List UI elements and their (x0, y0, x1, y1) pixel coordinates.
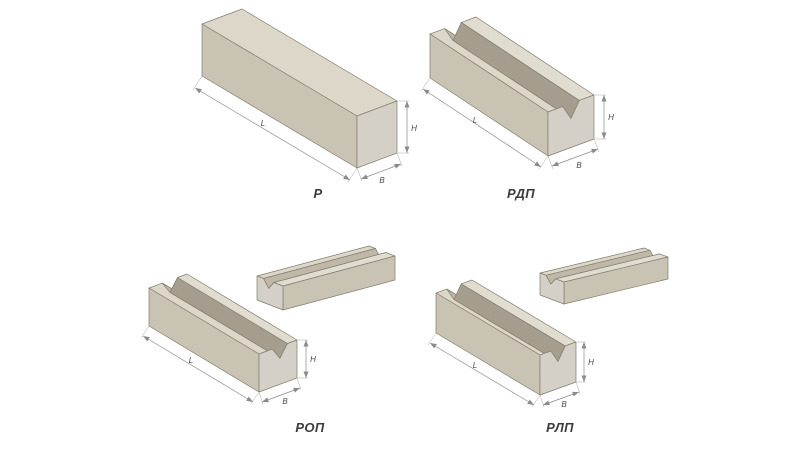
dim-line-length (422, 88, 542, 168)
extension-line (296, 377, 302, 391)
extension-line (427, 332, 437, 346)
dim-label-width: B (282, 397, 288, 406)
beam-p-drawing: L B H (192, 8, 417, 185)
dim-label-height: H (608, 113, 614, 122)
figure-label-rdp: РДП (506, 186, 536, 201)
dimensions-p: L B H (192, 75, 417, 185)
dimensions-rdp: L B H (420, 77, 614, 170)
extension-line (575, 381, 581, 395)
dim-line-width (542, 391, 580, 406)
beam-p (201, 8, 398, 169)
rail-bar-rop (256, 245, 396, 311)
dim-label-width: B (576, 161, 582, 170)
dim-label-length: L (473, 116, 477, 125)
dimensions-rop: L B H (140, 325, 316, 406)
dim-label-height: H (588, 358, 594, 367)
extension-line (396, 152, 403, 167)
extension-line (420, 77, 431, 92)
extension-line (192, 75, 203, 91)
dim-label-height: H (411, 124, 417, 133)
dim-line-width (261, 387, 301, 403)
figure-label-rlp: РЛП (546, 420, 574, 435)
dim-line-length (142, 335, 254, 403)
extension-line (593, 138, 600, 153)
dim-line-width (551, 148, 599, 167)
figure-rdp: L B H (405, 2, 620, 187)
rail-bar-rlp (539, 247, 669, 305)
extension-line (250, 391, 260, 405)
dim-label-width: B (379, 176, 385, 185)
figure-label-p: Р (313, 186, 323, 201)
bar-end-face-notched (539, 272, 565, 305)
extension-line (140, 325, 150, 339)
beam-rdp (429, 16, 595, 157)
beam-rop-drawing: L B H (140, 245, 396, 406)
figure-label-rop: РОП (295, 420, 325, 435)
beam-rlp-drawing: L B H (427, 247, 669, 409)
dim-line-width (360, 163, 402, 180)
figure-rlp: L B H (420, 243, 670, 416)
figure-rop: L B H (135, 240, 400, 415)
dim-label-length: L (189, 356, 193, 365)
figure-p: L B H (145, 2, 425, 187)
extension-line (538, 155, 549, 170)
extension-line (531, 394, 541, 408)
extension-line (547, 155, 554, 170)
dim-label-height: H (310, 355, 316, 364)
dim-label-length: L (261, 119, 265, 128)
dim-label-length: L (473, 361, 477, 370)
dim-line-length (194, 87, 351, 181)
bar-end-face-notched (256, 275, 284, 311)
dim-label-width: B (561, 400, 567, 409)
dimensions-rlp: L B H (427, 332, 594, 409)
beam-rdp-drawing: L B H (420, 16, 614, 170)
dim-line-length (429, 342, 535, 406)
